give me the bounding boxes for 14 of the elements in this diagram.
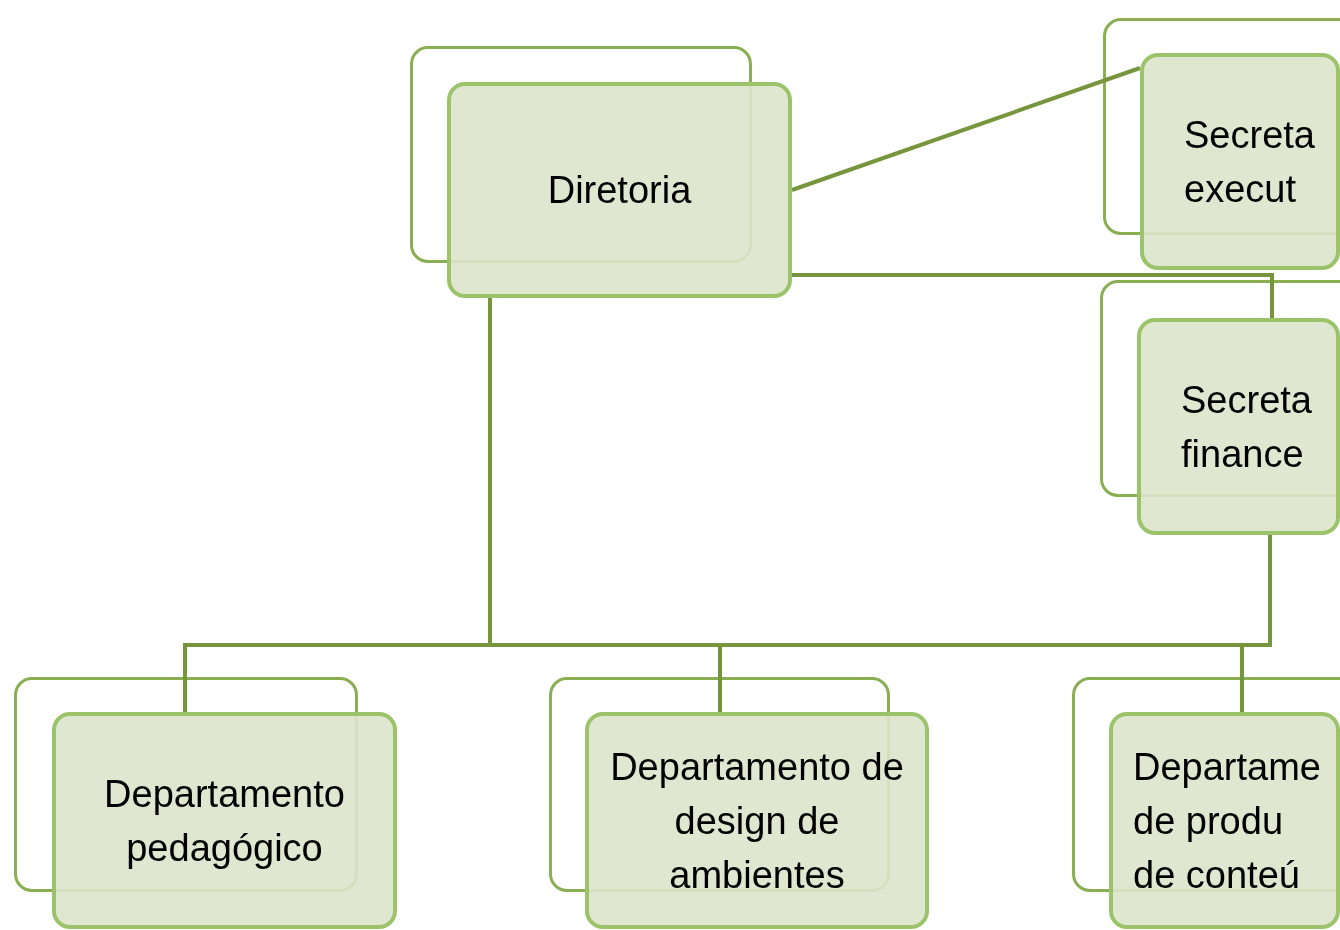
org-box bbox=[1137, 318, 1340, 535]
org-box bbox=[1140, 53, 1340, 270]
org-box bbox=[52, 712, 397, 929]
box-label: Departamento pedagógico bbox=[103, 771, 346, 871]
org-box bbox=[585, 712, 929, 929]
box-label: Secreta execut bbox=[1184, 112, 1316, 212]
org-box bbox=[1109, 712, 1340, 929]
org-box bbox=[447, 82, 792, 298]
box-label: Departame de produ de conteú bbox=[1133, 744, 1321, 898]
box-label: Diretoria bbox=[547, 168, 692, 213]
box-label: Secreta finance bbox=[1181, 377, 1313, 477]
connector-line bbox=[791, 66, 1141, 192]
box-label: Departamento de design de ambientes bbox=[609, 744, 905, 898]
connector-line bbox=[792, 273, 1274, 318]
